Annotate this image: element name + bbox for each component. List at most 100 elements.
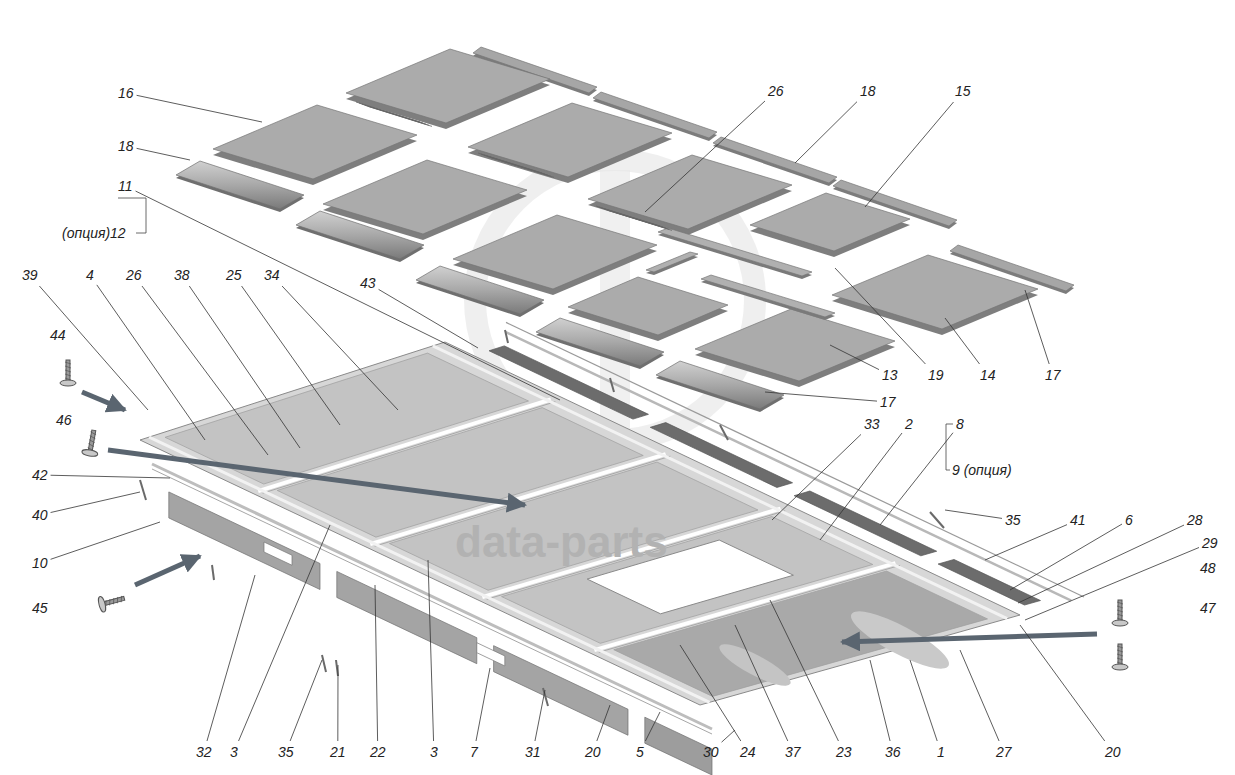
bracket-line: [146, 198, 147, 233]
direction-arrow: [82, 392, 125, 410]
bracket-line: [946, 470, 950, 471]
callout-number: 42: [32, 467, 48, 483]
foam-roll: [656, 361, 784, 409]
leader-line: [945, 318, 980, 364]
callout-number: 14: [980, 367, 996, 383]
insulation-mat: [832, 255, 1038, 329]
direction-arrow: [108, 450, 525, 505]
leader-line: [1025, 290, 1049, 364]
screw-icon: [60, 360, 76, 386]
insulation-mat: [695, 309, 895, 381]
foam-roll: [536, 318, 664, 366]
callout-number: 45: [32, 600, 48, 616]
callout-number: 34: [264, 267, 280, 283]
leader-line: [51, 492, 140, 513]
bracket-line: [118, 198, 146, 199]
callout-number: 7: [470, 744, 478, 760]
clip-icon: [1112, 644, 1128, 670]
callout-number: 16: [118, 85, 134, 101]
callout-number: 21: [330, 744, 346, 760]
leader-line: [795, 102, 857, 163]
callout-number: 41: [1070, 512, 1086, 528]
leader-line: [645, 712, 660, 741]
leader-line: [645, 101, 765, 212]
leader-line: [239, 525, 330, 741]
leader-line: [820, 433, 902, 540]
strip-lines: [368, 106, 432, 126]
foam-roll: [176, 161, 304, 209]
callout-number: 9 (опция): [952, 462, 1012, 478]
bracket-line: [946, 424, 947, 470]
leader-line: [476, 668, 490, 741]
leader-line: [772, 434, 861, 520]
leader-line: [375, 585, 378, 741]
leader-line: [379, 289, 478, 348]
leader-line: [337, 665, 338, 741]
callout-number: 20: [585, 744, 601, 760]
leader-line: [765, 392, 877, 401]
callout-number: 13: [882, 367, 898, 383]
leader-line: [880, 433, 953, 525]
clip: [212, 565, 214, 580]
callout-number: 28: [1187, 512, 1203, 528]
callout-number: 32: [196, 744, 212, 760]
leader-line: [189, 286, 300, 448]
insulation-mat: [588, 155, 792, 229]
direction-arrow: [135, 556, 200, 585]
callout-number: 22: [370, 744, 386, 760]
leader-line: [207, 575, 255, 741]
side-panel: [645, 717, 712, 775]
leader-line: [282, 286, 398, 410]
clip: [505, 330, 508, 343]
callout-number: 3: [230, 744, 238, 760]
watermark: data-parts: [455, 518, 668, 566]
leader-line: [830, 345, 879, 370]
long-strip: [433, 346, 1007, 619]
leader-line: [722, 730, 735, 742]
leader-line: [680, 645, 741, 741]
callout-number: 17: [1045, 367, 1061, 383]
callout-number: 3: [430, 744, 438, 760]
leader-line: [835, 268, 925, 364]
insulation-mat: [468, 103, 672, 177]
bracket-line: [136, 233, 146, 234]
callout-number: 36: [885, 744, 901, 760]
callout-number: 4: [86, 267, 94, 283]
callout-number: 10: [32, 555, 48, 571]
callout-number: 11: [118, 178, 133, 194]
clip: [720, 425, 728, 440]
leader-line: [136, 191, 560, 400]
screw-icon: [81, 429, 101, 457]
bracket-line: [946, 424, 953, 425]
insulation-mat: [453, 215, 657, 289]
callout-number: 33: [864, 416, 880, 432]
callout-number: 15: [955, 83, 971, 99]
callout-number: 18: [118, 138, 134, 154]
insulation-mat: [568, 277, 728, 335]
callout-number: 43: [360, 275, 376, 291]
foam-roll: [416, 266, 544, 314]
leader-line: [39, 286, 148, 410]
callout-number: 1: [937, 744, 945, 760]
leader-line: [770, 600, 838, 741]
clip: [610, 378, 614, 392]
leader-line: [597, 705, 610, 741]
callout-number: 30: [703, 744, 719, 760]
cross-strip: [263, 402, 556, 494]
callout-number: 2: [905, 416, 913, 432]
leader-line: [97, 285, 205, 440]
screw-icon: [97, 591, 126, 613]
panel-shading: [715, 637, 795, 692]
leader-line: [535, 690, 545, 741]
leader-line: [428, 560, 434, 741]
callout-number: 17: [880, 394, 896, 410]
side-panel: [337, 571, 477, 663]
callout-number: 37: [785, 744, 801, 760]
clip-icon: [1112, 600, 1128, 626]
direction-arrow: [842, 634, 1097, 642]
callout-number: 23: [836, 744, 852, 760]
hatch-frame: [646, 252, 698, 272]
